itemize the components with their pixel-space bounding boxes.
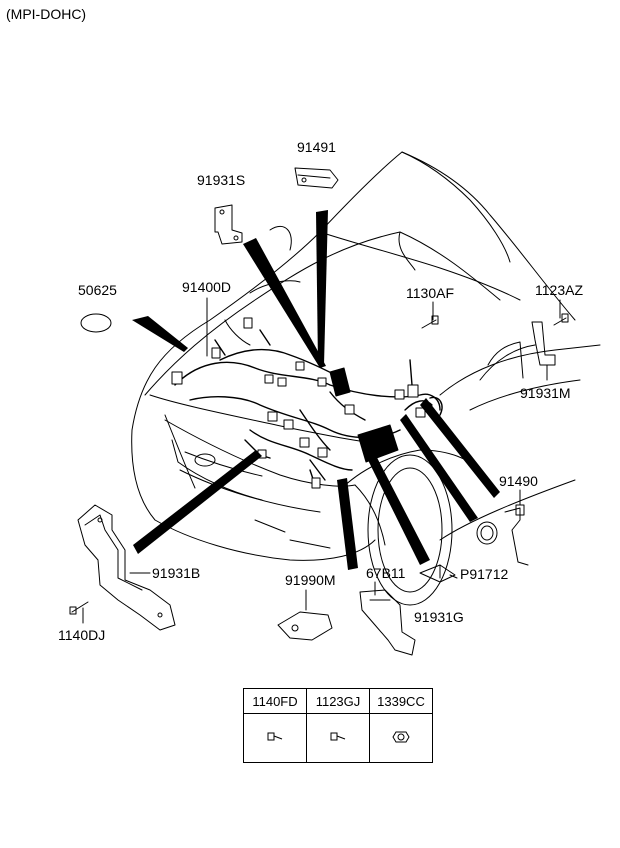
- variant-label: (MPI-DOHC): [6, 6, 87, 22]
- part-1140DJ-bolt: [69, 601, 89, 615]
- car-body: [131, 151, 601, 606]
- part-91931M-bracket: [531, 321, 556, 366]
- legend-header-1140FD: 1140FD: [243, 688, 307, 714]
- part-1130AF-bolt: [421, 315, 439, 329]
- part-91490-bracket: [504, 504, 529, 566]
- harness-connectors: [171, 317, 426, 489]
- legend-cell-1140FD: [243, 713, 307, 763]
- part-91931S-bracket: [214, 204, 243, 245]
- legend-header-1123GJ: 1123GJ: [306, 688, 370, 714]
- part-P91712-grommet: [476, 521, 498, 545]
- part-91931B-bracket: [77, 504, 176, 631]
- nut-icon: [392, 731, 410, 742]
- label-91490: 91490: [499, 473, 538, 489]
- part-91990M-bracket: [277, 611, 333, 641]
- label-67B11: 67B11: [366, 565, 406, 581]
- bolt-icon: [267, 732, 283, 740]
- legend-cell-1339CC: [369, 713, 433, 763]
- label-1140DJ: 1140DJ: [58, 627, 106, 643]
- part-1123AZ-bolt: [553, 313, 569, 326]
- part-91491-bracket: [294, 167, 339, 189]
- fastener-legend-table: 1140FD 1123GJ 1339CC: [243, 688, 433, 763]
- label-91931B: 91931B: [152, 565, 201, 581]
- label-91931G: 91931G: [414, 609, 464, 625]
- part-91931G-bracket: [419, 564, 456, 583]
- label-1123AZ: 1123AZ: [535, 282, 583, 298]
- label-91931S: 91931S: [197, 172, 246, 188]
- legend-cell-1123GJ: [306, 713, 370, 763]
- part-67B11-bracket: [359, 589, 416, 656]
- label-91491: 91491: [297, 139, 336, 155]
- label-91400D: 91400D: [182, 279, 232, 295]
- part-50625-grommet: [80, 313, 112, 333]
- leader-lines: [82, 297, 561, 624]
- leader-wedges: [132, 210, 500, 570]
- label-91990M: 91990M: [285, 572, 336, 588]
- label-P91712: P91712: [460, 566, 509, 582]
- legend-header-1339CC: 1339CC: [369, 688, 433, 714]
- bolt-icon: [330, 732, 346, 740]
- label-1130AF: 1130AF: [406, 285, 454, 301]
- label-50625: 50625: [78, 282, 117, 298]
- label-91931M: 91931M: [520, 385, 571, 401]
